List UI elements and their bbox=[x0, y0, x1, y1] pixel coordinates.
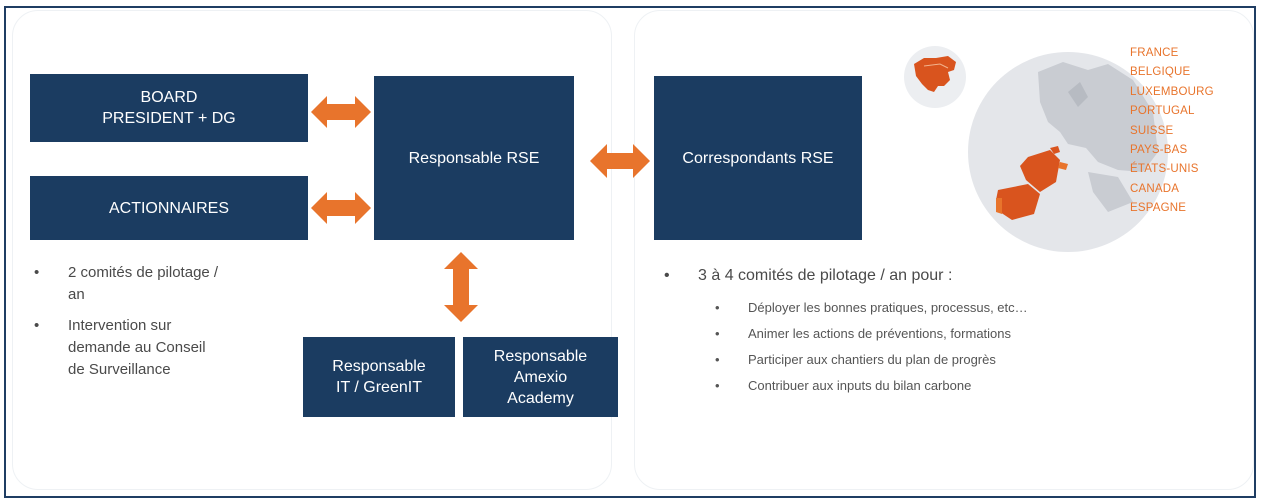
actionnaires-box: ACTIONNAIRES bbox=[30, 176, 308, 240]
right-main-bullet: 3 à 4 comités de pilotage / an pour : bbox=[660, 266, 1080, 286]
list-item: ÉTATS-UNIS bbox=[1130, 163, 1199, 176]
list-item: Déployer les bonnes pratiques, processus… bbox=[712, 300, 1028, 316]
responsable-rse-box: Responsable RSE bbox=[374, 76, 574, 240]
double-arrow-icon bbox=[444, 252, 478, 322]
double-arrow-icon bbox=[311, 96, 371, 128]
double-arrow-icon bbox=[311, 192, 371, 224]
list-item: PAYS-BAS bbox=[1130, 144, 1188, 157]
correspondants-rse-box: Correspondants RSE bbox=[654, 76, 862, 240]
list-item: 2 comités de pilotage / an bbox=[30, 262, 290, 306]
list-item: PORTUGAL bbox=[1130, 105, 1195, 118]
list-item: Animer les actions de préventions, forma… bbox=[712, 326, 1028, 342]
list-item: 3 à 4 comités de pilotage / an pour : bbox=[660, 266, 1080, 286]
right-sub-bullet-list: Déployer les bonnes pratiques, processus… bbox=[712, 300, 1028, 404]
board-box: BOARD PRESIDENT + DG bbox=[30, 74, 308, 142]
list-item: Intervention sur demande au Conseil de S… bbox=[30, 315, 290, 381]
north-america-map-icon bbox=[904, 46, 966, 108]
country-list: FRANCE BELGIQUE LUXEMBOURG PORTUGAL SUIS… bbox=[1130, 44, 1214, 219]
list-item: Participer aux chantiers du plan de prog… bbox=[712, 352, 1028, 368]
responsable-it-box: Responsable IT / GreenIT bbox=[303, 337, 455, 417]
double-arrow-icon bbox=[590, 144, 650, 178]
list-item: BELGIQUE bbox=[1130, 66, 1191, 79]
list-item: LUXEMBOURG bbox=[1130, 85, 1214, 98]
responsable-academy-box: Responsable Amexio Academy bbox=[463, 337, 618, 417]
list-item: FRANCE bbox=[1130, 47, 1179, 59]
list-item: Contribuer aux inputs du bilan carbone bbox=[712, 378, 1028, 394]
left-bullet-list: 2 comités de pilotage / an Intervention … bbox=[30, 262, 290, 390]
europe-map-icon bbox=[968, 52, 1168, 252]
list-item: CANADA bbox=[1130, 182, 1180, 195]
list-item: SUISSE bbox=[1130, 124, 1174, 137]
list-item: ESPAGNE bbox=[1130, 202, 1187, 215]
